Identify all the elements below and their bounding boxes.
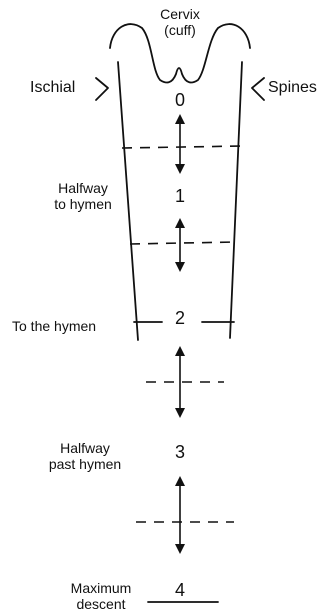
stage-3-label: 3 bbox=[170, 442, 190, 462]
arrowhead-up bbox=[175, 346, 185, 356]
halfway-past-hymen-line1: Halfway bbox=[40, 440, 130, 456]
arrowhead-down bbox=[175, 262, 185, 272]
halfway-past-hymen-line2: past hymen bbox=[40, 456, 130, 472]
stage-0-label: 0 bbox=[170, 90, 190, 110]
maximum-descent-line2: descent bbox=[58, 596, 144, 612]
arrowhead-up bbox=[175, 476, 185, 486]
halfway-past-hymen-label: Halfway past hymen bbox=[40, 440, 130, 472]
halfway-to-hymen-line1: Halfway bbox=[38, 180, 128, 196]
stage-1-label: 1 bbox=[170, 186, 190, 206]
halfway-to-hymen-line2: to hymen bbox=[38, 196, 128, 212]
maximum-descent-label: Maximum descent bbox=[58, 580, 144, 612]
level-dashed-line-2 bbox=[130, 242, 236, 244]
ischial-spine-bracket-left bbox=[96, 78, 108, 100]
ischial-spine-bracket-right bbox=[252, 78, 264, 100]
arrowhead-down bbox=[175, 408, 185, 418]
level-dashed-line-1 bbox=[122, 146, 244, 148]
stage-4-label: 4 bbox=[170, 580, 190, 600]
to-the-hymen-label: To the hymen bbox=[12, 318, 96, 334]
vaginal-wall-right bbox=[230, 62, 242, 338]
halfway-to-hymen-label: Halfway to hymen bbox=[38, 180, 128, 212]
arrowhead-down bbox=[175, 544, 185, 554]
arrowhead-up bbox=[175, 218, 185, 228]
cervix-label-line1: Cervix bbox=[148, 6, 212, 22]
arrowhead-down bbox=[175, 164, 185, 174]
spines-label: Spines bbox=[268, 80, 317, 96]
stage-2-label: 2 bbox=[170, 308, 190, 328]
cervix-label-line2: (cuff) bbox=[148, 22, 212, 38]
ischial-label: Ischial bbox=[30, 80, 75, 96]
arrowhead-up bbox=[175, 114, 185, 124]
maximum-descent-line1: Maximum bbox=[58, 580, 144, 596]
cervix-label: Cervix (cuff) bbox=[148, 6, 212, 38]
